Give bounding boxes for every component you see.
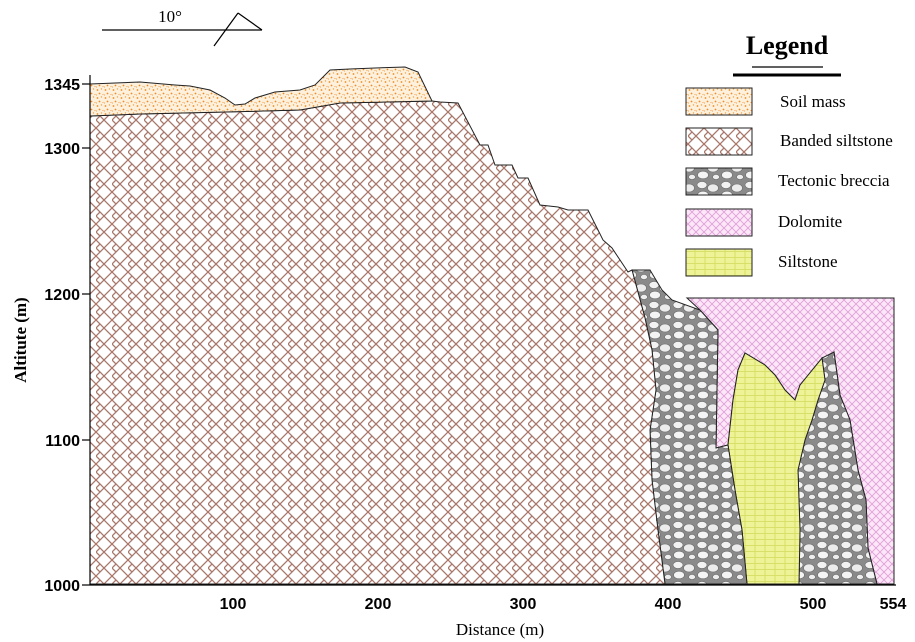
legend-swatch-tectonic-breccia — [685, 167, 753, 196]
x-tick-label: 500 — [800, 596, 827, 613]
y-tick-label: 1200 — [44, 287, 80, 304]
legend-title: Legend — [746, 31, 829, 60]
y-tick-label: 1300 — [44, 141, 80, 158]
legend-swatch-siltstone — [685, 248, 753, 277]
legend: Legend Soil mass Banded siltstone Tecton… — [685, 31, 893, 277]
y-tick-label: 1100 — [45, 433, 80, 450]
dip-angle-label: 10° — [158, 7, 182, 26]
y-axis-ticks — [82, 83, 90, 586]
y-tick-label: 1000 — [44, 578, 80, 595]
axes: 1345 1300 1200 1100 1000 100 200 300 400… — [11, 75, 906, 639]
x-tick-label: 300 — [510, 596, 537, 613]
legend-swatch-banded-siltstone — [685, 127, 753, 156]
legend-swatch-soil-mass — [685, 87, 753, 116]
x-tick-label: 400 — [655, 596, 682, 613]
legend-swatch-dolomite — [685, 208, 753, 237]
legend-label-banded-siltstone: Banded siltstone — [780, 131, 893, 150]
geologic-units — [89, 66, 895, 585]
legend-label-soil-mass: Soil mass — [780, 92, 846, 111]
dip-symbol: 10° — [102, 7, 263, 47]
banded-siltstone-unit — [89, 100, 666, 585]
legend-label-dolomite: Dolomite — [778, 212, 842, 231]
legend-label-tectonic-breccia: Tectonic breccia — [778, 171, 890, 190]
soil-mass-unit — [89, 66, 433, 117]
x-tick-label: 200 — [365, 596, 392, 613]
x-tick-label: 100 — [220, 596, 247, 613]
legend-label-siltstone: Siltstone — [778, 252, 838, 271]
x-tick-label: 554 — [880, 596, 907, 613]
x-axis-title: Distance (m) — [456, 620, 544, 639]
y-tick-label: 1345 — [44, 77, 80, 94]
y-axis-title: Altitute (m) — [11, 297, 30, 382]
